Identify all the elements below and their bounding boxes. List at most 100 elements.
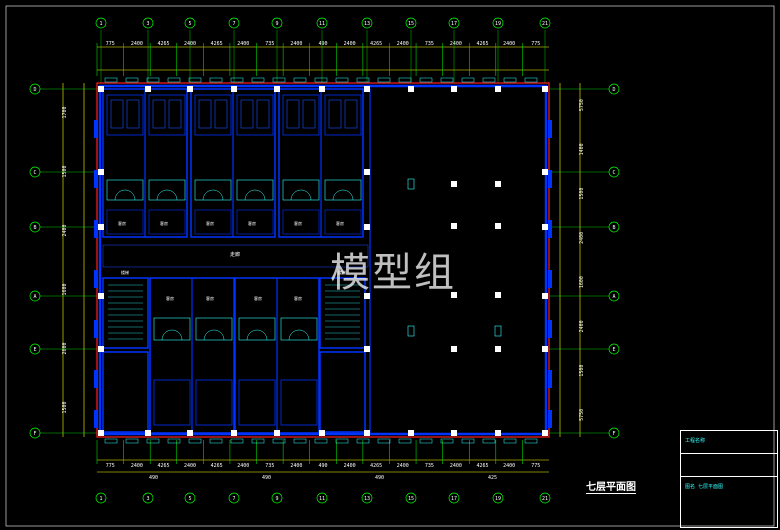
axis-bubble-bottom <box>316 492 328 504</box>
column <box>495 430 501 436</box>
bed-area <box>153 379 191 426</box>
dim-text-right: 2400 <box>579 232 585 244</box>
column <box>98 224 104 230</box>
door-swing <box>290 189 312 201</box>
column-outline <box>494 325 502 337</box>
room-label-area <box>236 209 274 235</box>
dim-text-bottom: 2400 <box>237 463 249 469</box>
column <box>495 86 501 92</box>
column <box>231 430 237 436</box>
dim-text-left: 1600 <box>62 283 68 295</box>
bed <box>302 99 316 129</box>
window-left <box>94 270 98 288</box>
window-top <box>125 77 139 83</box>
room-label: 客房 <box>248 220 256 226</box>
dim-total-bottom: 490 <box>262 475 271 481</box>
column <box>408 430 414 436</box>
axis-label: 19 <box>495 21 501 27</box>
column-outline <box>407 325 415 337</box>
window-top <box>335 77 349 83</box>
column <box>274 86 280 92</box>
door-swing <box>114 189 136 201</box>
window-bottom <box>398 438 412 444</box>
door-swing <box>288 329 310 341</box>
column <box>364 224 370 230</box>
dim-text-top: 2400 <box>237 41 249 47</box>
window-bottom <box>419 438 433 444</box>
axis-label: B <box>33 225 36 231</box>
room-label: 客房 <box>336 220 344 226</box>
dim-text-top: 2400 <box>290 41 302 47</box>
axis-bubble-top <box>361 17 373 29</box>
column <box>408 86 414 92</box>
dim-text-top: 4265 <box>211 41 223 47</box>
window-bottom <box>272 438 286 444</box>
column <box>364 293 370 299</box>
bathroom <box>280 317 318 341</box>
window-bottom <box>482 438 496 444</box>
axis-label: 5 <box>188 496 191 502</box>
axis-bubble-bottom <box>142 492 154 504</box>
window-bottom <box>356 438 370 444</box>
watermark-text: 模型组 <box>330 250 456 296</box>
title-block-sheet: 图名 七层平面图 <box>685 484 724 490</box>
column <box>451 223 457 229</box>
column <box>98 293 104 299</box>
column <box>495 223 501 229</box>
dim-text-bottom: 2400 <box>344 463 356 469</box>
bathroom <box>238 317 276 341</box>
window-top <box>272 77 286 83</box>
corner-room-right <box>319 351 366 433</box>
column <box>274 430 280 436</box>
axis-label: 5 <box>188 21 191 27</box>
column <box>451 181 457 187</box>
bed <box>328 99 342 129</box>
dim-text-left: 2600 <box>62 342 68 354</box>
window-top <box>377 77 391 83</box>
room-label: 客房 <box>166 295 174 301</box>
column <box>145 86 151 92</box>
window-right <box>548 320 552 338</box>
door-swing <box>156 189 178 201</box>
bed <box>214 99 228 129</box>
door-swing <box>246 329 268 341</box>
column <box>451 346 457 352</box>
dim-text-left: 1500 <box>62 165 68 177</box>
axis-label: 1 <box>99 496 102 502</box>
column <box>451 292 457 298</box>
stair-label: 楼梯 <box>338 269 346 275</box>
bed-area <box>236 94 274 136</box>
room-label-area <box>106 209 144 235</box>
bathroom <box>324 179 362 201</box>
corner-room-left <box>102 351 149 433</box>
window-bottom <box>335 438 349 444</box>
dim-text-bottom: 775 <box>531 463 540 469</box>
window-right <box>548 270 552 288</box>
stair-left <box>102 277 149 349</box>
window-bottom <box>146 438 160 444</box>
bathroom <box>148 179 186 201</box>
axis-bubble-bottom <box>271 492 283 504</box>
bathroom <box>153 317 191 341</box>
window-top <box>356 77 370 83</box>
axis-label: 1 <box>99 21 102 27</box>
dim-text-bottom: 2400 <box>503 463 515 469</box>
bed-area <box>280 379 318 426</box>
bed <box>152 99 166 129</box>
axis-bubble-top <box>448 17 460 29</box>
column <box>364 430 370 436</box>
bed <box>168 99 182 129</box>
axis-label: E <box>612 347 615 353</box>
column <box>98 430 104 436</box>
axis-label: F <box>33 431 36 437</box>
column <box>187 430 193 436</box>
axis-label: 19 <box>495 496 501 502</box>
axis-bubble-top <box>316 17 328 29</box>
axis-bubble-top <box>539 17 551 29</box>
room-label: 客房 <box>294 220 302 226</box>
axis-bubble-top <box>142 17 154 29</box>
axis-bubble-top <box>95 17 107 29</box>
dim-text-top: 490 <box>318 41 327 47</box>
window-top <box>188 77 202 83</box>
dim-text-bottom: 2400 <box>184 463 196 469</box>
